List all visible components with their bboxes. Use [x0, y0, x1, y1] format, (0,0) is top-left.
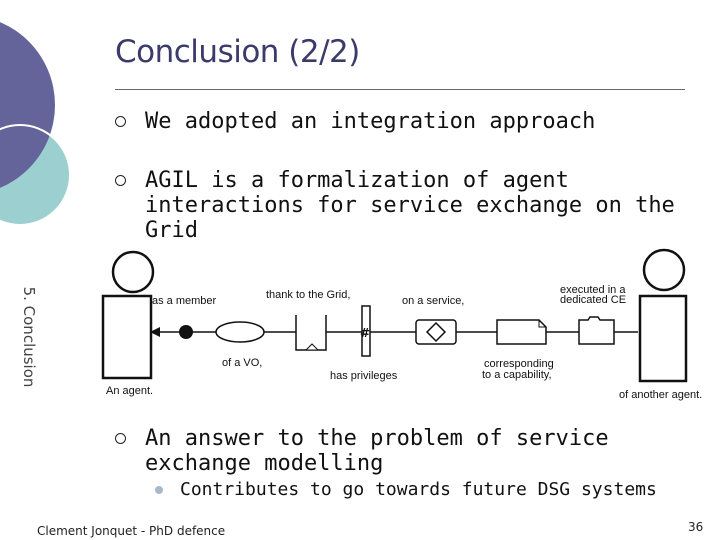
- label-to-a-capability: to a capability,: [482, 369, 552, 381]
- bullet-item-2: AGIL is a formalization of agent interac…: [115, 168, 675, 243]
- capability-document-icon: [496, 319, 547, 345]
- member-dot: [179, 325, 193, 339]
- sub-bullet-item: Contributes to go towards future DSG sys…: [155, 479, 657, 500]
- title-divider: [115, 89, 685, 90]
- agent-body-right: [638, 294, 688, 383]
- decorative-circles: [0, 22, 71, 226]
- sub-bullet-dot-icon: [155, 486, 163, 494]
- vo-ellipse: [215, 321, 265, 343]
- arrow-head-icon: [150, 327, 160, 337]
- hash-bar: [361, 305, 371, 357]
- footer-text: Clement Jonquet - PhD defence: [37, 524, 226, 538]
- label-an-agent: An agent.: [106, 385, 153, 397]
- label-as-a-member: as a member: [152, 295, 217, 307]
- circle-outline: [0, 124, 71, 226]
- label-executed-in-a: executed in a: [560, 284, 626, 296]
- bullet-line: interactions for service exchange on the: [145, 193, 675, 218]
- bullet-item-3: An answer to the problem of service exch…: [115, 426, 609, 476]
- agent-body-left: [101, 294, 153, 380]
- label-has-privileges: has privileges: [330, 370, 398, 382]
- label-on-a-service: on a service,: [402, 295, 464, 307]
- bullet-line: AGIL is a formalization of agent: [145, 168, 569, 193]
- slide-title: Conclusion (2/2): [115, 34, 360, 70]
- bullet-circle-icon: [115, 433, 126, 444]
- bullet-circle-icon: [115, 116, 126, 127]
- sub-bullet-text: Contributes to go towards future DSG sys…: [180, 479, 657, 500]
- agent-head-left: [111, 250, 155, 294]
- ce-folder-icon: [578, 316, 615, 345]
- bullet-line: exchange modelling: [145, 451, 384, 476]
- label-of-another-agent: of another agent.: [619, 389, 702, 401]
- label-dedicated-ce: dedicated CE: [560, 294, 626, 306]
- diamond-icon: [425, 321, 447, 343]
- bullet-item-1: We adopted an integration approach: [115, 109, 596, 134]
- label-of-a-vo: of a VO,: [222, 357, 262, 369]
- bullet-line: An answer to the problem of service: [145, 426, 609, 451]
- bullet-circle-icon: [115, 175, 126, 186]
- label-thank-to-grid: thank to the Grid,: [266, 289, 350, 301]
- dark-circle: [0, 22, 55, 188]
- page-number: 36: [688, 520, 704, 534]
- label-corresponding: corresponding: [484, 358, 554, 370]
- bullet-line: We adopted an integration approach: [145, 109, 596, 134]
- hash-icon: #: [360, 326, 370, 340]
- agent-head-right: [642, 248, 686, 292]
- bullet-line: Grid: [145, 218, 198, 243]
- privilege-triangle-icon: [304, 343, 320, 351]
